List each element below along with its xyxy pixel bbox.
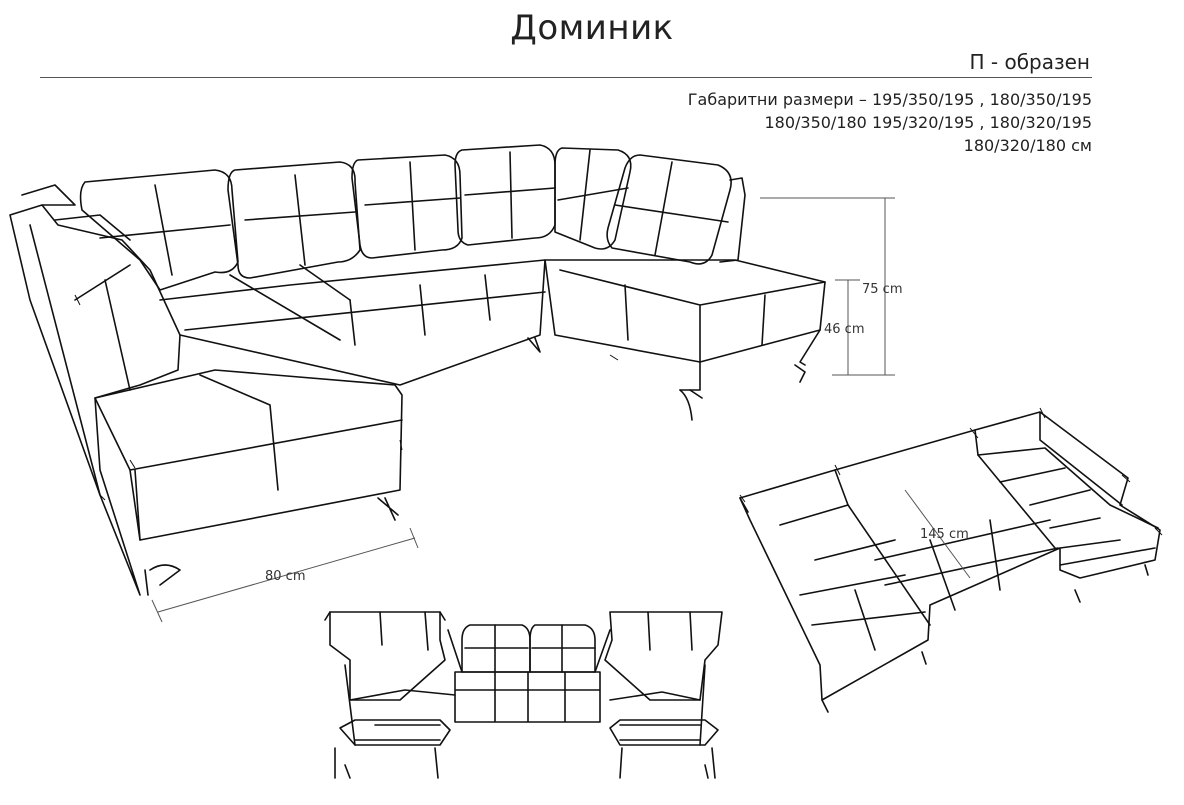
back-cushion-3 (351, 154, 463, 259)
dimensions-line-1: Габаритни размери – 195/350/195 , 180/35… (687, 90, 1092, 109)
page-title: Доминик (510, 8, 674, 48)
sofa-perspective-view: 75 cm 46 cm 80 cm (9, 144, 903, 623)
back-cushion-6 (606, 154, 732, 265)
back-cushion-2 (227, 161, 361, 279)
right-chaise (544, 259, 826, 363)
left-armrest (9, 204, 181, 596)
seat-depth-label: 80 cm (265, 569, 306, 584)
height-total-label: 75 cm (862, 282, 903, 297)
back-cushion-4 (454, 144, 556, 246)
back-cushion-5 (554, 147, 632, 250)
header-divider (40, 77, 1092, 78)
back-cushion-1 (79, 169, 239, 291)
sofa-front-view-storage (324, 611, 723, 779)
seat-height-label: 46 cm (824, 322, 865, 337)
middle-seat (159, 259, 546, 386)
sofa-bed-view: 145 cm (739, 407, 1163, 713)
sleep-width-label: 145 cm (920, 527, 969, 542)
sofa-type-label: П - образен (969, 50, 1090, 74)
dimensions-line-2: 180/350/180 195/320/195 , 180/320/195 (764, 113, 1092, 132)
overall-dimensions: Габаритни размери – 195/350/195 , 180/35… (688, 88, 1092, 157)
dimensions-line-3: 180/320/180 см (963, 136, 1092, 155)
